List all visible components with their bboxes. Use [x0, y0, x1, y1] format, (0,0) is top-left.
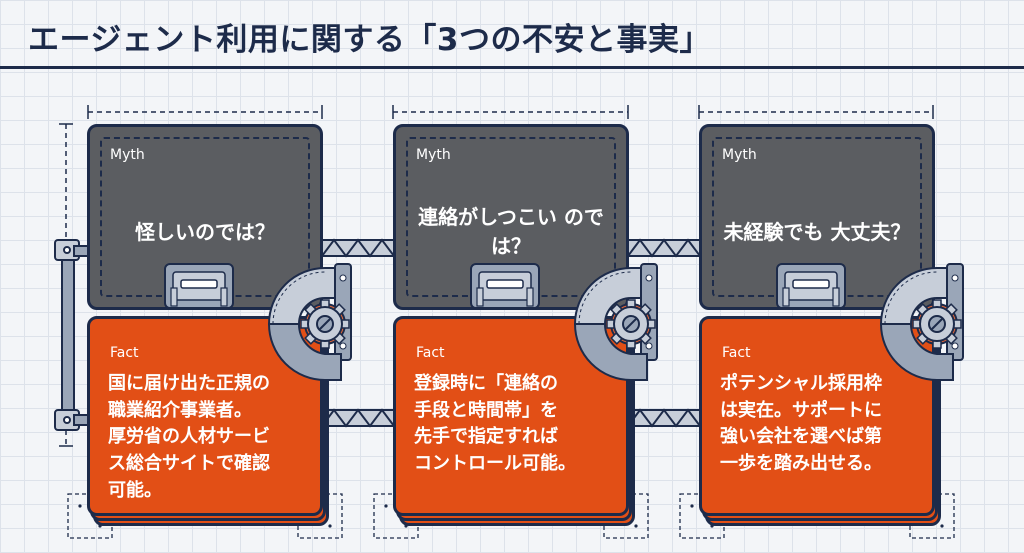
fact-text: ポテンシャル採用枠 は実在。サポートに 強い会社を選べば第 一歩を踏み出せる。: [720, 373, 882, 474]
myth-label: Myth: [110, 147, 145, 163]
side-frame: [54, 239, 91, 431]
myth-label: Myth: [416, 147, 451, 163]
fact-label: Fact: [110, 345, 139, 361]
fact-text: 登録時に「連絡の 手段と時間帯」を 先手で指定すれば コントロール可能。: [414, 373, 576, 474]
hinge-mechanism-3: [776, 263, 964, 381]
myth-label: Myth: [722, 147, 757, 163]
fact-card: Fact 登録時に「連絡の 手段と時間帯」を 先手で指定すれば コントロール可能…: [393, 316, 629, 516]
hinge-mechanism-2: [470, 263, 658, 381]
hinge-mechanism-1: [164, 263, 352, 381]
fact-label: Fact: [722, 345, 751, 361]
myth-text: 連絡がしつこい のでは？: [418, 205, 604, 258]
fact-label: Fact: [416, 345, 445, 361]
myth-text: 怪しいのでは？: [135, 219, 275, 244]
myth-text: 未経験でも 大丈夫？: [723, 219, 911, 244]
title-underline: [0, 66, 1024, 69]
page-title: エージェント利用に関する「3つの不安と事実」: [28, 22, 711, 58]
fact-text: 国に届け出た正規の 職業紹介事業者。 厚労省の人材サービ ス総合サイトで確認 可…: [108, 373, 270, 501]
truss-connector-top-2: [627, 238, 701, 258]
